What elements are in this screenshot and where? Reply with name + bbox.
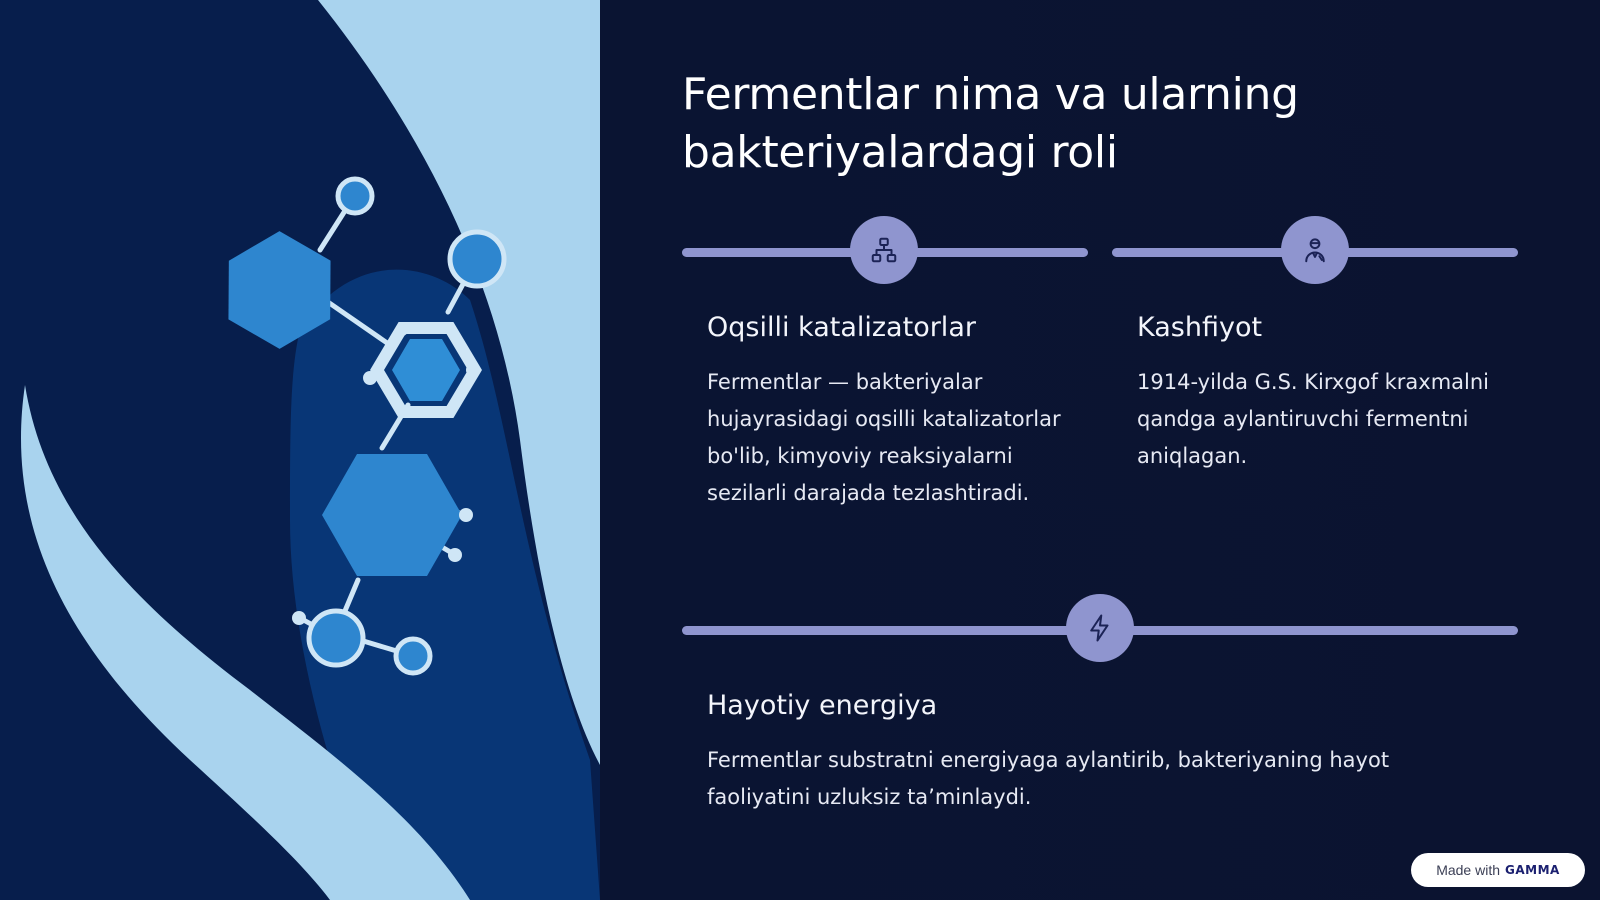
hexagon-bottom xyxy=(322,454,462,576)
card-catalysts-node xyxy=(850,216,918,284)
ring-outline xyxy=(370,322,482,418)
card-energy-title: Hayotiy energiya xyxy=(707,690,938,721)
lightning-icon xyxy=(1090,614,1109,642)
molecule-dots xyxy=(292,324,480,625)
card-discovery-node xyxy=(1281,216,1349,284)
made-with-gamma-badge[interactable]: Made with GAMMA xyxy=(1411,853,1585,887)
card-energy-node xyxy=(1066,594,1134,662)
card-energy-text: Fermentlar substratni energiyaga aylanti… xyxy=(707,748,1390,809)
light-wave-right xyxy=(318,0,600,765)
card-catalysts-text: Fermentlar — bakteriyalar hujayrasidagi … xyxy=(707,370,1061,505)
card-discovery-text: 1914-yilda G.S. Kirxgof kraxmalni qandga… xyxy=(1137,370,1489,468)
hierarchy-icon xyxy=(871,237,897,263)
scientist-icon xyxy=(1305,238,1325,263)
light-wave-left xyxy=(21,385,470,900)
gamma-logo: GAMMA xyxy=(1505,863,1560,877)
atom-bottom-left xyxy=(306,608,366,668)
glow-wave xyxy=(290,269,600,900)
molecule-illustration xyxy=(0,0,600,900)
slide-title: Fermentlar nima va ularning bakteriyalar… xyxy=(682,69,1299,178)
atom-small-top xyxy=(335,176,375,216)
molecule-artwork xyxy=(0,0,600,900)
atom-bottom-right xyxy=(393,636,433,676)
atom-right xyxy=(447,229,507,289)
badge-prefix: Made with xyxy=(1436,862,1500,878)
card-discovery-title: Kashfiyot xyxy=(1137,312,1263,343)
hexagon-top xyxy=(228,231,331,349)
ring-fill xyxy=(392,339,460,401)
card-catalysts-title: Oqsilli katalizatorlar xyxy=(707,312,976,343)
